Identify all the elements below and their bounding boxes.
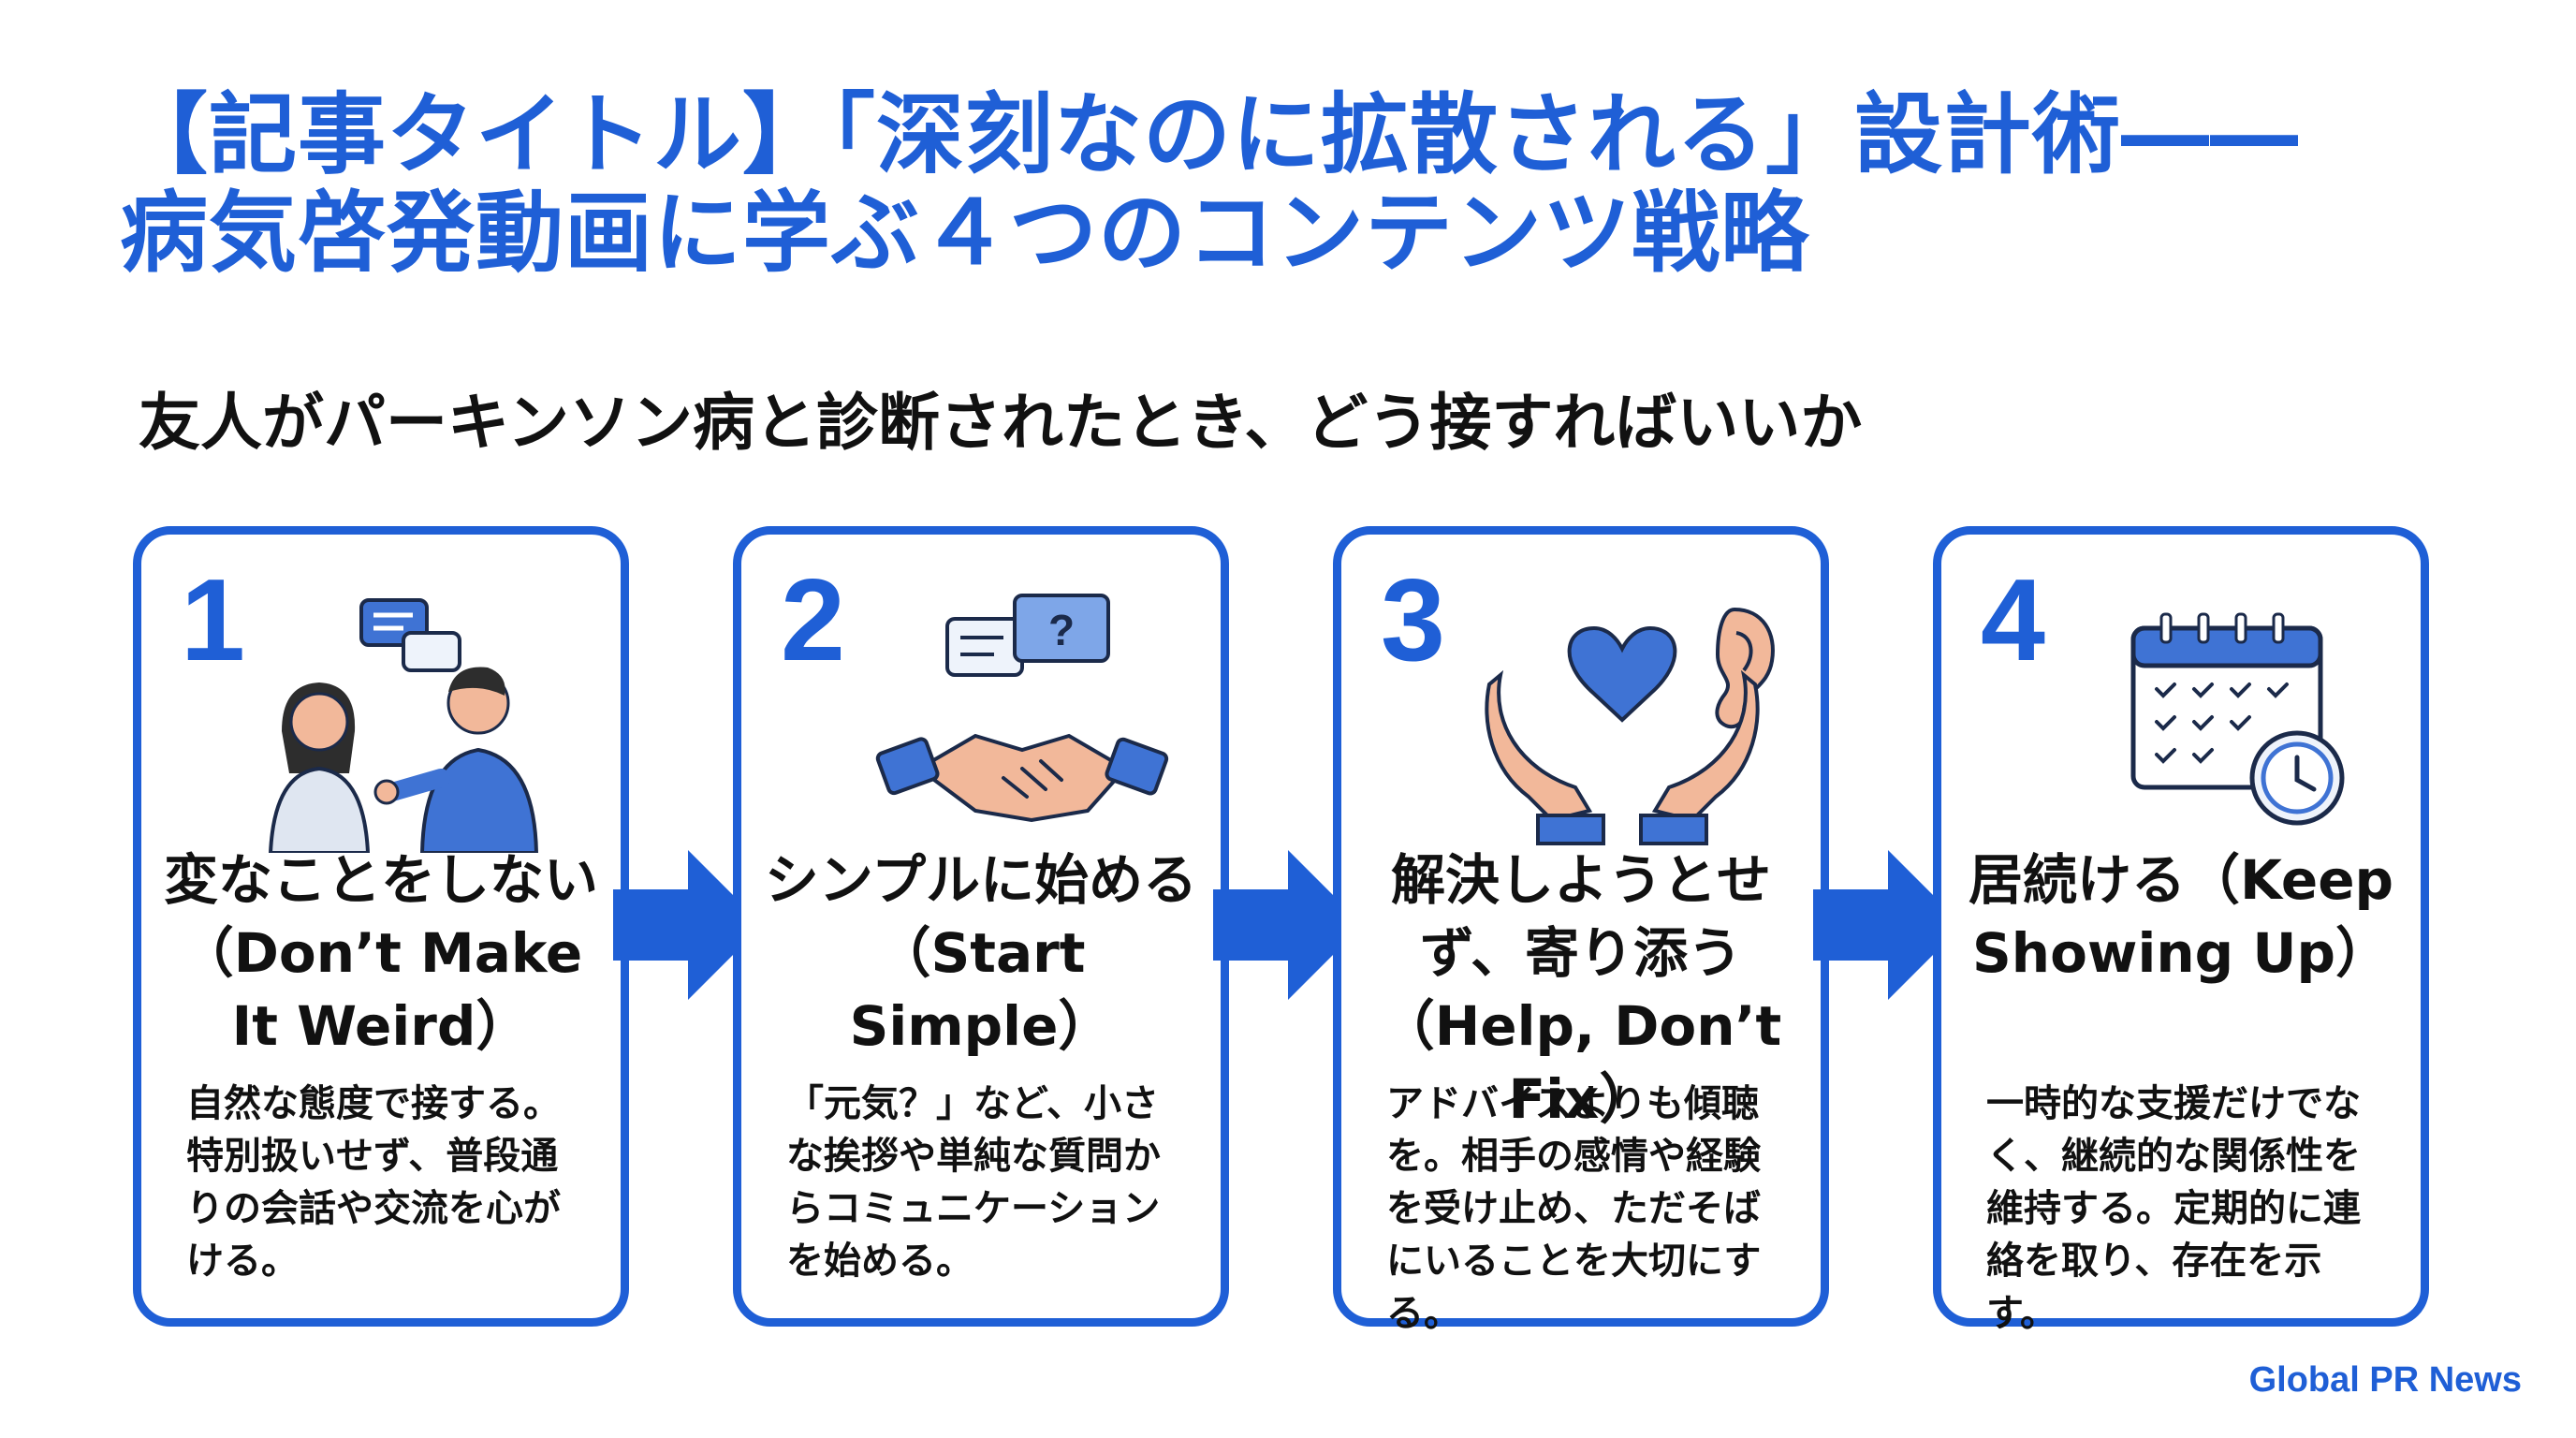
- card-title: シンプルに始める（Start Simple）: [764, 848, 1198, 1058]
- card-title: 変なことをしない（Don’t Make It Weird）: [163, 848, 598, 1058]
- subtitle: 友人がパーキンソン病と診断されたとき、どう接すればいいか: [139, 387, 1863, 459]
- article-title: 【記事タイトル】「深刻なのに拡散される」設計術―― 病気啓発動画に学ぶ４つのコン…: [120, 86, 2516, 284]
- svg-text:?: ?: [1048, 606, 1075, 654]
- calendar-with-clock-icon: [2130, 612, 2345, 826]
- title-line-1: 【記事タイトル】「深刻なのに拡散される」設計術――: [120, 84, 2300, 186]
- card-number: 2: [781, 556, 845, 685]
- card-description: アドバイスよりも傾聴を。相手の感情や経験を受け止め、ただそばにいることを大切にす…: [1386, 1082, 1762, 1335]
- title-line-2: 病気啓発動画に学ぶ４つのコンテンツ戦略: [120, 183, 1810, 286]
- card-title: 解決しようとせず、寄り添う（Help, Don’t Fix）: [1380, 848, 1782, 1131]
- arrow-right-icon: [1213, 850, 1363, 1000]
- strategy-card-1: 1 変なことをしない（Don’t Make It Weird） 自然な態度で接す…: [133, 526, 629, 1327]
- card-number: 3: [1381, 556, 1445, 685]
- card-title: 居続ける（Keep Showing Up）: [1968, 848, 2394, 985]
- card-description: 一時的な支援だけでなく、継続的な関係性を維持する。定期的に連絡を取り、存在を示す…: [1986, 1082, 2361, 1335]
- two-people-talking-icon: [268, 598, 539, 853]
- strategy-card-4: 4 居続ける（Keep Showing Up） 一時的な支援だけでなく、継続的な…: [1933, 526, 2429, 1335]
- brand-logo-text: Global PR News: [2248, 1360, 2522, 1400]
- arrow-right-icon: [613, 850, 763, 1000]
- card-number: 1: [181, 556, 245, 685]
- hands-holding-heart-with-ear-icon: [1485, 607, 1775, 845]
- handshake-with-chat-bubbles-icon: ?: [875, 594, 1169, 823]
- arrow-right-icon: [1813, 850, 1963, 1000]
- card-description: 自然な態度で接する。特別扱いせず、普段通りの会話や交流を心がける。: [186, 1082, 561, 1283]
- card-description: 「元気？」など、小さな挨拶や単純な質問からコミュニケーションを始める。: [786, 1082, 1161, 1283]
- strategy-card-2: 2 ? シンプルに始める（Start Simple） 「元気？」など、小さな挨拶…: [733, 526, 1229, 1327]
- card-number: 4: [1981, 556, 2045, 685]
- strategy-card-3: 3 解決しようとせず、寄り添う（Help, Don’t Fix） アドバイスより…: [1333, 526, 1829, 1335]
